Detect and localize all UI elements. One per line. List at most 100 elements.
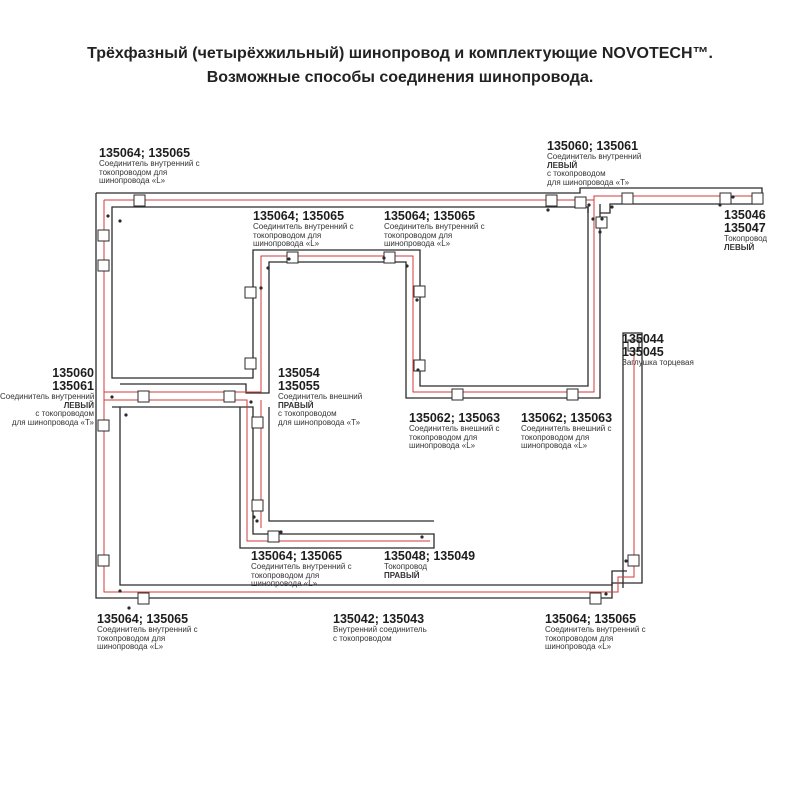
desc-9a: Соединитель внешний с	[409, 424, 500, 433]
busbar-rails	[95, 187, 763, 599]
desc-11a: Соединитель внутренний с	[251, 562, 352, 571]
rail-inner-frame	[111, 206, 589, 387]
rail-outer-left-2	[95, 193, 643, 599]
fixing-dot-28	[249, 400, 253, 404]
label-outer-l-connector-1: 135062; 135063 Соединитель внешний с ток…	[409, 412, 500, 451]
connector-box-4	[595, 216, 608, 229]
connector-box-14	[244, 286, 257, 299]
code-4: 135064; 135065	[384, 209, 476, 223]
conductor-outer	[103, 195, 762, 393]
desc-2c: с токопроводом	[547, 169, 606, 179]
fixing-dot-9	[259, 286, 263, 290]
connector-box-24	[137, 592, 150, 605]
label-top-right-t-connector: 135060; 135061 Соединитель внутренний ЛЕ…	[547, 140, 641, 187]
connector-box-10	[286, 251, 299, 264]
desc-12a: Токопровод	[384, 562, 428, 571]
desc-3a: Соединитель внутренний с	[253, 222, 354, 231]
fixing-dot-3	[598, 230, 602, 234]
label-inner-left-connector: 135064; 135065 Соединитель внутренний с …	[253, 210, 354, 249]
fixing-dot-8	[266, 266, 270, 270]
connector-box-28	[627, 339, 640, 352]
code-13: 135064; 135065	[97, 612, 189, 626]
desc-8c: с токопроводом	[278, 409, 337, 419]
desc-3b: токопроводом для	[253, 230, 322, 240]
title-line-2: Возможные способы соединения шинопровода…	[206, 69, 594, 86]
connector-box-1	[133, 194, 146, 207]
code-6a: 135044	[622, 332, 664, 346]
desc-5b: ЛЕВЫЙ	[724, 242, 767, 253]
desc-5b-bold: ЛЕВЫЙ	[724, 242, 755, 252]
label-left-track: 135046 135047 Токопровод ЛЕВЫЙ	[724, 209, 767, 252]
fixing-dot-21	[604, 592, 608, 596]
fixing-dot-18	[118, 589, 122, 593]
desc-2a: Соединитель внутренний	[547, 152, 642, 161]
connector-box-6	[719, 192, 732, 205]
code-8a: 135054	[278, 366, 320, 380]
connector-box-20	[566, 388, 579, 401]
desc-1b: токопроводом для	[99, 167, 168, 177]
fixing-dot-10	[415, 298, 419, 302]
desc-12b: ПРАВЫЙ	[384, 570, 475, 581]
fixing-dot-20	[624, 559, 628, 563]
fixing-dot-19	[127, 606, 131, 610]
label-left-t-connector: 135060 135061 Соединитель внутренний ЛЕВ…	[0, 367, 94, 427]
desc-1c: шинопровода «L»	[99, 176, 166, 186]
desc-9c: шинопровода «L»	[409, 441, 476, 451]
desc-2b: ЛЕВЫЙ	[547, 160, 641, 171]
code-15: 135064; 135065	[545, 612, 637, 626]
desc-4c: шинопровода «L»	[384, 239, 451, 249]
connector-box-22	[97, 419, 110, 432]
label-bottom-left-connector: 135064; 135065 Соединитель внутренний с …	[97, 613, 198, 652]
desc-6a: Заглушка торцевая	[622, 358, 694, 367]
fixing-dot-23	[718, 203, 722, 207]
desc-5a: Токопровод	[724, 234, 768, 243]
desc-15a: Соединитель внутренний с	[545, 625, 646, 634]
code-11: 135064; 135065	[251, 549, 343, 563]
code-10: 135062; 135063	[521, 411, 613, 425]
desc-10b: токопроводом для	[521, 432, 590, 442]
connector-box-3	[574, 196, 587, 209]
desc-10c: шинопровода «L»	[521, 441, 588, 451]
desc-14b: с токопроводом	[333, 633, 392, 643]
label-straight-connector: 135042; 135043 Внутренний соединитель с …	[333, 613, 427, 643]
desc-12b-bold: ПРАВЫЙ	[384, 570, 420, 580]
fixing-dot-7	[382, 256, 386, 260]
fixing-dot-14	[252, 515, 256, 519]
desc-14a: Внутренний соединитель	[333, 625, 427, 634]
desc-15b: токопроводом для	[545, 633, 614, 643]
label-bottom-inner-connector: 135064; 135065 Соединитель внутренний с …	[251, 550, 352, 589]
desc-2b-bold: ЛЕВЫЙ	[547, 160, 578, 170]
rail-inner-mid	[268, 407, 434, 522]
rail-spur	[587, 204, 601, 213]
fixing-dot-5	[587, 203, 591, 207]
code-1: 135064; 135065	[99, 146, 191, 160]
fixing-dot-15	[255, 519, 259, 523]
code-2: 135060; 135061	[547, 139, 639, 153]
desc-7a: Соединитель внутренний	[0, 392, 95, 401]
fixing-dots	[106, 195, 735, 610]
fixing-dot-22	[731, 195, 735, 199]
code-9: 135062; 135063	[409, 411, 501, 425]
connector-box-8	[97, 229, 110, 242]
code-3: 135064; 135065	[253, 209, 345, 223]
desc-3c: шинопровода «L»	[253, 239, 320, 249]
desc-13c: шинопровода «L»	[97, 642, 164, 652]
connector-box-16	[137, 390, 150, 403]
label-outer-t-connector: 135054 135055 Соединитель внешний ПРАВЫЙ…	[278, 367, 362, 427]
desc-7b-bold: ЛЕВЫЙ	[63, 400, 94, 410]
desc-10a: Соединитель внешний с	[521, 424, 612, 433]
label-outer-l-connector-2: 135062; 135063 Соединитель внешний с ток…	[521, 412, 612, 451]
rail-outer-left	[96, 187, 763, 399]
desc-2d: для шинопровода «Т»	[547, 177, 630, 187]
connector-box-27	[267, 530, 280, 543]
fixing-dot-12	[110, 395, 114, 399]
fixing-dot-2	[118, 219, 122, 223]
connector-box-5	[621, 192, 634, 205]
connector-box-2	[545, 194, 558, 207]
fixing-dot-26	[610, 205, 614, 209]
desc-8b: ПРАВЫЙ	[278, 401, 362, 411]
desc-13a: Соединитель внутренний с	[97, 625, 198, 634]
fixing-dot-24	[546, 208, 550, 212]
connector-box-15	[244, 357, 257, 370]
